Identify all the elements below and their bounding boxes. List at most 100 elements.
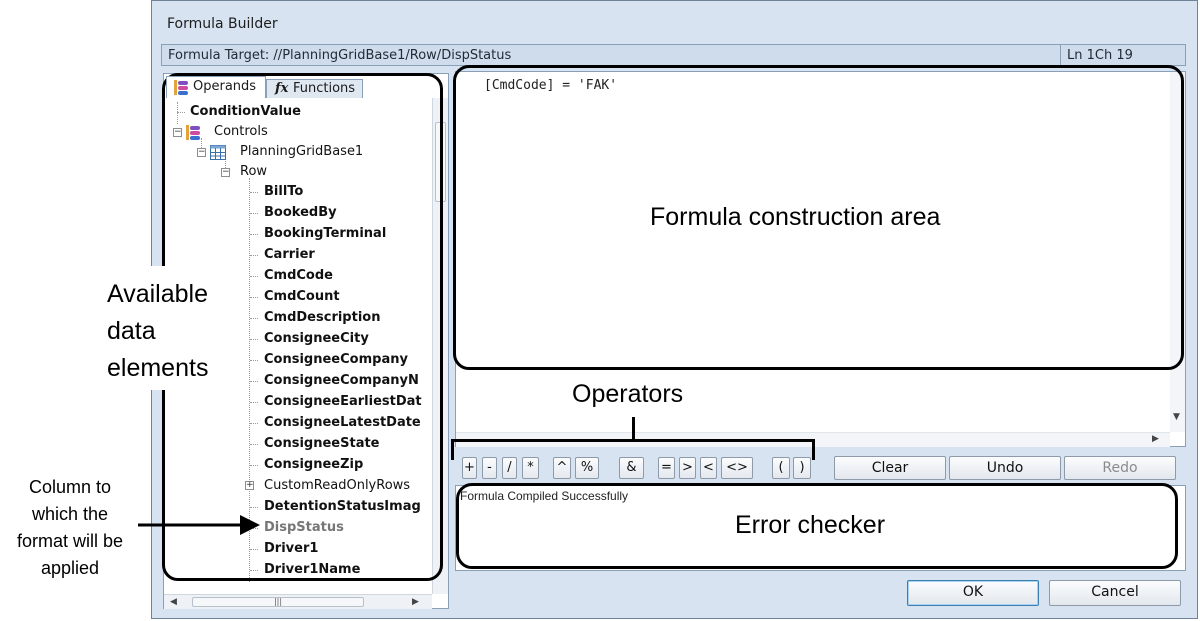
tab-functions-label: Functions bbox=[293, 81, 356, 96]
operator-not-equal-button[interactable]: <> bbox=[721, 457, 753, 479]
ok-button[interactable]: OK bbox=[907, 580, 1039, 606]
cursor-position-panel: Ln 1Ch 19 bbox=[1060, 45, 1187, 65]
dialog-title: Formula Builder bbox=[167, 16, 278, 32]
tree-connector bbox=[250, 297, 258, 298]
tree-connector bbox=[250, 213, 258, 214]
tree-connector bbox=[250, 276, 258, 277]
tree-connector bbox=[177, 102, 178, 124]
tree-field-expandable[interactable]: CustomReadOnlyRows bbox=[264, 478, 411, 493]
formula-area-callout bbox=[453, 65, 1184, 370]
operator-close-paren-button[interactable]: ) bbox=[793, 457, 811, 479]
tree-connector bbox=[250, 339, 258, 340]
compile-status-message: Formula Compiled Successfully bbox=[460, 489, 629, 503]
tree-field[interactable]: ConsigneeLatestDate bbox=[264, 415, 421, 430]
operator-minus-button[interactable]: - bbox=[482, 457, 497, 479]
error-checker-callout bbox=[456, 483, 1178, 569]
tree-connector bbox=[250, 360, 258, 361]
target-column-label: Column to which the format will be appli… bbox=[16, 477, 124, 578]
collapse-icon[interactable]: − bbox=[221, 167, 230, 177]
function-icon: fx bbox=[275, 81, 289, 96]
collapse-icon[interactable]: − bbox=[197, 147, 206, 157]
scroll-thumb[interactable]: ||| bbox=[192, 597, 364, 607]
tree-connector bbox=[250, 234, 258, 235]
redo-button[interactable]: Redo bbox=[1064, 456, 1176, 480]
formula-target-label: Formula Target: //PlanningGridBase1/Row/… bbox=[168, 48, 512, 63]
tree-field[interactable]: ConsigneeCompany bbox=[264, 352, 408, 367]
operator-power-button[interactable]: ^ bbox=[553, 457, 571, 479]
operand-tree: ConditionValue − Controls − PlanningGrid… bbox=[164, 98, 432, 594]
error-checker-panel: Formula Compiled Successfully bbox=[455, 485, 1186, 571]
scroll-right-icon[interactable]: ▶ bbox=[412, 597, 419, 607]
available-data-elements-label: Available data elements bbox=[107, 280, 209, 382]
title-bar: Formula Builder bbox=[152, 1, 1197, 41]
operators-bracket bbox=[632, 417, 635, 440]
tree-connector bbox=[250, 549, 258, 550]
undo-button[interactable]: Undo bbox=[949, 456, 1061, 480]
scroll-right-icon[interactable]: ▶ bbox=[1152, 434, 1159, 444]
grid-icon bbox=[210, 145, 226, 160]
formula-builder-dialog: Formula Builder Formula Target: //Planni… bbox=[151, 0, 1198, 619]
operator-greater-button[interactable]: > bbox=[679, 457, 696, 479]
operator-equals-button[interactable]: = bbox=[658, 457, 675, 479]
formula-target-bar: Formula Target: //PlanningGridBase1/Row/… bbox=[161, 44, 1186, 66]
formula-text[interactable]: [CmdCode] = 'FAK' bbox=[484, 78, 618, 93]
tree-connector bbox=[250, 318, 258, 319]
operator-divide-button[interactable]: / bbox=[502, 457, 517, 479]
tree-connector bbox=[250, 381, 258, 382]
operands-icon bbox=[174, 80, 188, 95]
tree-field[interactable]: Driver1Name bbox=[264, 562, 361, 577]
tree-connector bbox=[201, 138, 202, 152]
tree-field[interactable]: BookedBy bbox=[264, 205, 337, 220]
arrow-right-icon bbox=[138, 515, 260, 535]
cancel-button[interactable]: Cancel bbox=[1049, 580, 1181, 606]
tree-field[interactable]: BillTo bbox=[264, 184, 304, 199]
tree-field[interactable]: Driver1 bbox=[264, 541, 319, 556]
clear-button[interactable]: Clear bbox=[834, 456, 946, 480]
scroll-down-icon[interactable]: ▼ bbox=[1173, 412, 1180, 422]
operator-plus-button[interactable]: + bbox=[462, 457, 477, 479]
tree-connector bbox=[249, 178, 250, 582]
tree-item-grid[interactable]: PlanningGridBase1 bbox=[240, 144, 364, 159]
tree-field[interactable]: Carrier bbox=[264, 247, 315, 262]
scroll-left-icon[interactable]: ◀ bbox=[170, 597, 177, 607]
tree-field[interactable]: ConsigneeEarliestDat bbox=[264, 394, 422, 409]
operator-less-button[interactable]: < bbox=[700, 457, 717, 479]
tree-item-controls[interactable]: Controls bbox=[214, 124, 268, 139]
tab-functions[interactable]: fx Functions bbox=[266, 79, 363, 98]
tree-item-row[interactable]: Row bbox=[240, 164, 268, 179]
annotation-background bbox=[100, 266, 240, 390]
operator-concat-button[interactable]: & bbox=[619, 457, 644, 479]
operators-bracket bbox=[812, 439, 815, 460]
tree-horizontal-scrollbar[interactable]: ◀ ||| ▶ bbox=[164, 594, 432, 609]
operators-bracket bbox=[451, 439, 815, 442]
expand-icon[interactable]: + bbox=[245, 480, 254, 490]
collapse-icon[interactable]: − bbox=[173, 127, 182, 137]
tree-field[interactable]: CmdCode bbox=[264, 268, 333, 283]
tree-connector bbox=[250, 192, 258, 193]
formula-construction-area-label: Formula construction area bbox=[650, 203, 941, 231]
tree-field[interactable]: ConsigneeState bbox=[264, 436, 380, 451]
tab-operands-label: Operands bbox=[193, 79, 257, 94]
tree-connector bbox=[250, 402, 258, 403]
tree-connector bbox=[177, 112, 185, 113]
operator-open-paren-button[interactable]: ( bbox=[772, 457, 790, 479]
tree-item-condition-value[interactable]: ConditionValue bbox=[190, 104, 301, 119]
tree-field[interactable]: CmdDescription bbox=[264, 310, 381, 325]
tree-field[interactable]: CmdCount bbox=[264, 289, 340, 304]
tree-field[interactable]: ConsigneeCompanyN bbox=[264, 373, 419, 388]
tree-field[interactable]: ConsigneeZip bbox=[264, 457, 364, 472]
tree-field-selected[interactable]: DispStatus bbox=[264, 520, 344, 535]
tree-field[interactable]: BookingTerminal bbox=[264, 226, 387, 241]
tree-field[interactable]: ConsigneeCity bbox=[264, 331, 369, 346]
tree-connector bbox=[250, 444, 258, 445]
formula-editor[interactable]: [CmdCode] = 'FAK' ▼ ▶ bbox=[455, 71, 1186, 447]
tree-field[interactable]: DetentionStatusImag bbox=[264, 499, 421, 514]
tree-connector bbox=[250, 465, 258, 466]
error-checker-label: Error checker bbox=[735, 511, 886, 539]
operator-multiply-button[interactable]: * bbox=[522, 457, 539, 479]
tree-connector bbox=[225, 158, 226, 172]
tab-operands[interactable]: Operands bbox=[166, 76, 266, 98]
operators-label: Operators bbox=[572, 380, 684, 408]
operator-modulo-button[interactable]: % bbox=[575, 457, 599, 479]
tree-connector bbox=[250, 255, 258, 256]
